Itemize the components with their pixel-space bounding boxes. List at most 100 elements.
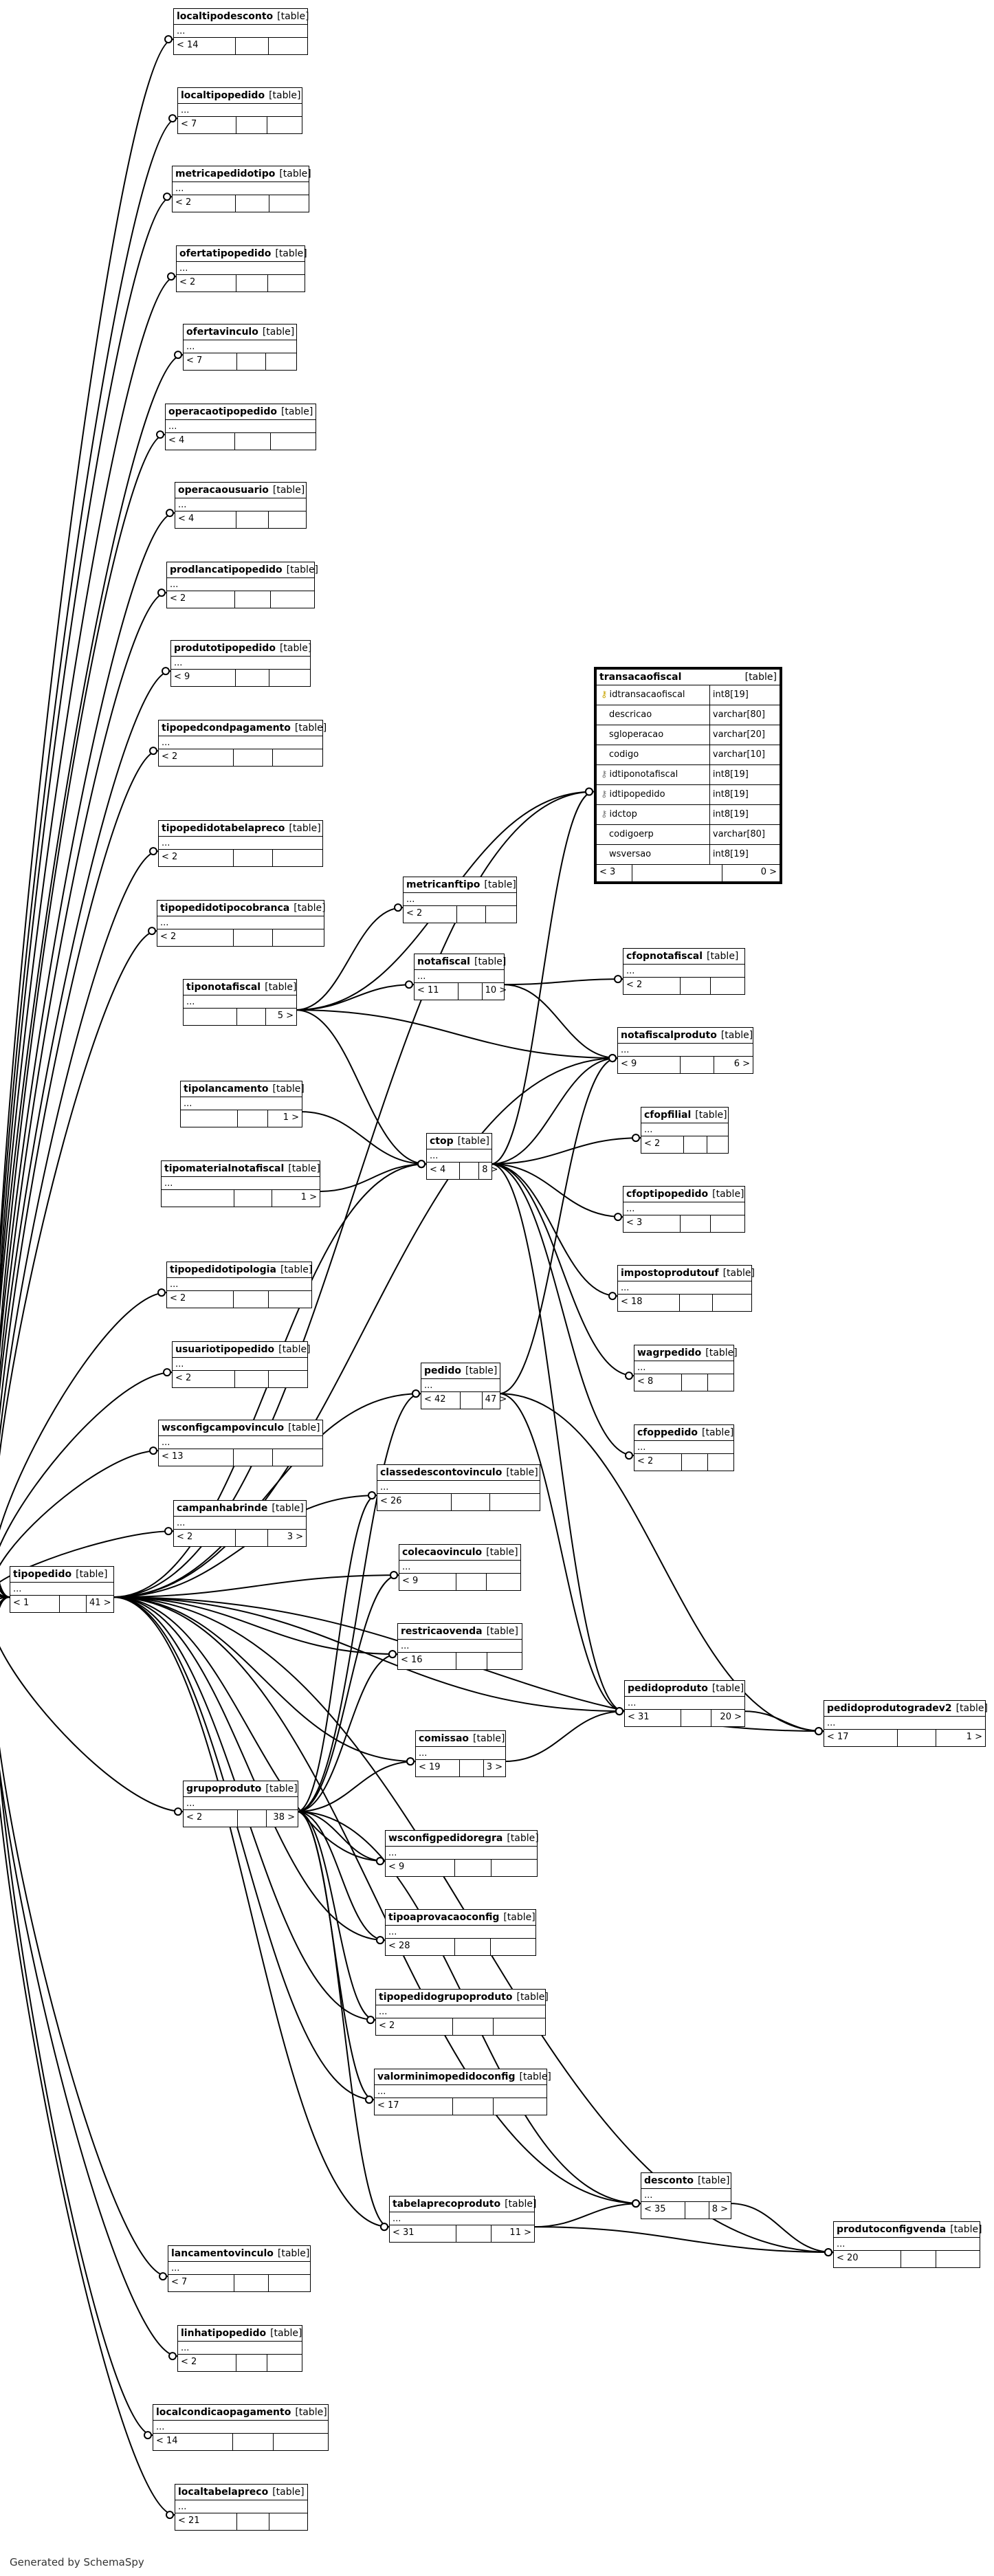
table-usuariotipopedido[interactable]: usuariotipopedido[table]...< 2 [172, 1341, 311, 1388]
table-tipopedidogrupoproduto[interactable]: tipopedidogrupoproduto[table]...< 2 [375, 1989, 549, 2036]
table-wsconfigpedidoregra[interactable]: wsconfigpedidoregra[table]...< 9 [385, 1830, 539, 1877]
table-footer: < 2 [634, 1454, 733, 1471]
footer-parents: < 3 [597, 865, 632, 881]
table-produtotipopedido[interactable]: produtotipopedido[table]...< 9 [170, 640, 311, 687]
footer-children [708, 1454, 733, 1471]
column-type: int8[19] [712, 809, 749, 819]
table-metricapedidotipo[interactable]: metricapedidotipo[table]...< 2 [172, 166, 311, 212]
relationship-line [490, 791, 595, 1165]
table-linhatipopedido[interactable]: linhatipopedido[table]...< 2 [177, 2325, 302, 2372]
table-header: cfoptipopedido[table] [623, 1187, 744, 1202]
footer-parents: < 13 [159, 1449, 234, 1466]
footer-mid [236, 117, 267, 133]
table-name: tipolancamento [184, 1083, 269, 1094]
footer-parents: < 31 [390, 2225, 457, 2242]
table-classedescontovinculo[interactable]: classedescontovinculo[table]...< 26 [377, 1464, 540, 1511]
table-kind: [table] [486, 1547, 518, 1558]
table-valorminimopedidoconfig[interactable]: valorminimopedidoconfig[table]...< 17 [374, 2069, 551, 2115]
table-name: localtipopedido [181, 90, 265, 101]
table-prodlancatipopedido[interactable]: prodlancatipopedido[table]...< 2 [166, 562, 318, 608]
table-header: pedidoproduto[table] [625, 1681, 744, 1697]
table-tipoaprovacaoconfig[interactable]: tipoaprovacaoconfig[table]...< 28 [385, 1909, 536, 1956]
column-name: idtiponotafiscal [609, 769, 678, 780]
table-ofertavinculo[interactable]: ofertavinculo[table]...< 7 [183, 324, 297, 371]
table-cfopfilial[interactable]: cfopfilial[table]...< 2 [641, 1107, 729, 1154]
table-kind: [table] [272, 1503, 304, 1514]
crowfoot-marker [824, 2248, 832, 2257]
footer-mid [453, 2098, 494, 2115]
table-tipopedcondpagamento[interactable]: tipopedcondpagamento[table]...< 2 [158, 720, 327, 767]
table-cfoptipopedido[interactable]: cfoptipopedido[table]...< 3 [623, 1186, 745, 1233]
table-kind: [table] [457, 1136, 490, 1147]
table-operacaousuario[interactable]: operacaousuario[table]...< 4 [175, 482, 307, 529]
footer-parents: < 9 [399, 1574, 456, 1590]
table-kind: [table] [294, 723, 327, 734]
footer-parents: < 2 [157, 929, 234, 946]
footer-mid [682, 1374, 709, 1391]
relationship-line [0, 750, 159, 1598]
table-colecaovinculo[interactable]: colecaovinculo[table]...< 9 [399, 1544, 521, 1591]
table-header: transacaofiscal [table] [597, 670, 780, 685]
table-localtabelapreco[interactable]: localtabelapreco[table]...< 21 [175, 2484, 308, 2531]
table-ofertatipopedido[interactable]: ofertatipopedido[table]...< 2 [176, 245, 307, 292]
table-wagrpedido[interactable]: wagrpedido[table]...< 8 [634, 1345, 738, 1391]
table-localtipodesconto[interactable]: localtipodesconto[table]...< 14 [173, 8, 309, 55]
crowfoot-marker [625, 1451, 633, 1460]
relationship-line [296, 1653, 398, 1813]
footer-parents: < 26 [377, 1494, 452, 1510]
crowfoot-marker [390, 1571, 398, 1580]
table-tipomaterialnotafiscal[interactable]: tipomaterialnotafiscal[table]...1 > [161, 1160, 320, 1207]
footer-mid [452, 1494, 491, 1510]
foreign-key-icon: ⚷ [601, 769, 608, 780]
footer-mid [632, 865, 722, 881]
table-cfoppedido[interactable]: cfoppedido[table]...< 2 [634, 1424, 734, 1471]
table-ellipsis: ... [421, 1379, 500, 1392]
table-tipolancamento[interactable]: tipolancamento[table]...1 > [180, 1081, 305, 1127]
table-tipopedidotipologia[interactable]: tipopedidotipologia[table]...< 2 [166, 1262, 312, 1308]
footer-children [269, 1371, 308, 1387]
table-metricanftipo[interactable]: metricanftipo[table]...< 2 [403, 877, 517, 923]
crowfoot-marker [174, 1807, 182, 1816]
table-lancamentovinculo[interactable]: lancamentovinculo[table]...< 7 [168, 2245, 311, 2292]
table-produtoconfigvenda[interactable]: produtoconfigvenda[table]...< 20 [833, 2221, 982, 2268]
table-operacaotipopedido[interactable]: operacaotipopedido[table]...< 4 [165, 404, 316, 450]
relationship-line [0, 1596, 153, 2436]
table-localcondicaopagamento[interactable]: localcondicaopagamento[table]...< 14 [153, 2404, 329, 2451]
table-tipopedidotabelapreco[interactable]: tipopedidotabelapreco[table]...< 2 [158, 820, 323, 867]
footer-parents: < 2 [376, 2018, 454, 2035]
footer-children [269, 1291, 311, 1308]
table-name: metricapedidotipo [175, 168, 276, 179]
relationship-line [490, 1163, 634, 1377]
relationship-line [295, 907, 404, 1011]
table-wsconfigcampovinculo[interactable]: wsconfigcampovinculo[table]...< 13 [158, 1420, 323, 1466]
table-transacaofiscal[interactable]: transacaofiscal [table] ⚷idtransacaofisc… [594, 667, 782, 884]
relationship-line [296, 1761, 416, 1813]
footer-parents: < 7 [168, 2275, 234, 2291]
footer-parents: < 7 [184, 353, 237, 370]
crowfoot-marker [376, 1936, 384, 1945]
table-ellipsis: ... [157, 916, 324, 929]
table-tipopedidotipocobranca[interactable]: tipopedidotipocobranca[table]...< 2 [157, 900, 326, 947]
table-cfopnotafiscal[interactable]: cfopnotafiscal[table]...< 2 [623, 948, 745, 995]
footer-children: 8 > [711, 2204, 728, 2214]
relationship-line [533, 2226, 834, 2254]
table-name: wsconfigpedidoregra [388, 1833, 503, 1844]
table-localtipopedido[interactable]: localtipopedido[table]...< 7 [177, 87, 302, 134]
table-impostoprodutouf[interactable]: impostoprodutouf[table]...< 18 [617, 1265, 755, 1312]
table-restricaovenda[interactable]: restricaovenda[table]...< 16 [397, 1623, 522, 1670]
table-footer: < 2 [159, 850, 322, 866]
table-tiponotafiscal[interactable]: tiponotafiscal[table]...5 > [183, 979, 297, 1026]
table-name: produtoconfigvenda [837, 2224, 947, 2235]
